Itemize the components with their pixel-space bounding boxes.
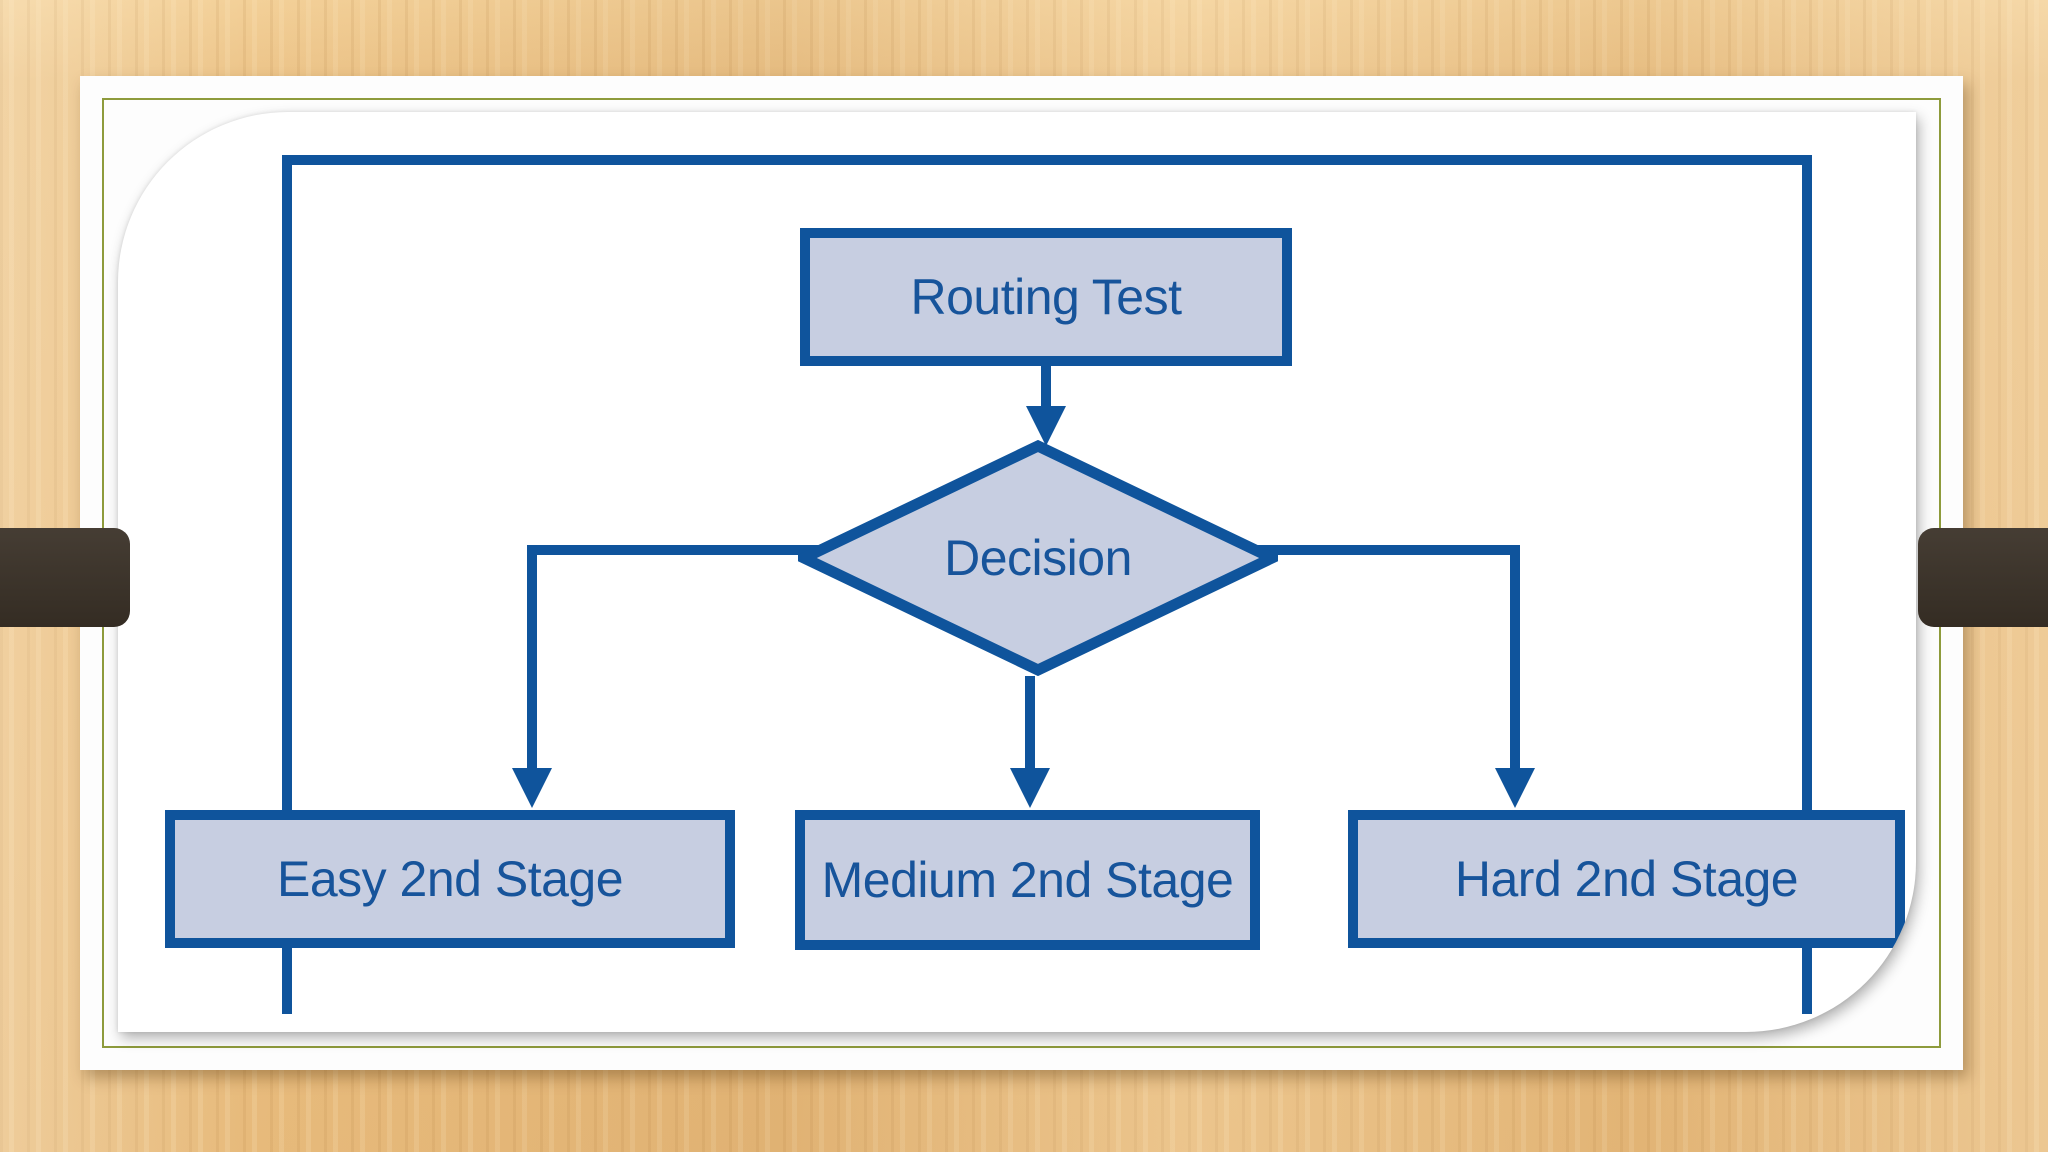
slide: Decision Routing Test Easy 2nd Stage Med… xyxy=(80,76,1963,1070)
accent-bar-right xyxy=(1918,528,2048,627)
node-label: Decision xyxy=(944,530,1132,586)
content-panel: Decision Routing Test Easy 2nd Stage Med… xyxy=(118,112,1916,1032)
node-label: Routing Test xyxy=(910,269,1182,325)
node-routing-test: Routing Test xyxy=(800,228,1292,366)
node-label: Easy 2nd Stage xyxy=(276,851,624,907)
decision-diamond-polygon xyxy=(798,440,1278,676)
decision-to-hard-arrowhead-icon xyxy=(1495,768,1535,808)
decision-to-medium-connector xyxy=(1025,676,1035,772)
branch-right-vertical-connector xyxy=(1510,545,1520,770)
routing-to-decision-arrowhead-icon xyxy=(1026,406,1066,446)
accent-bar-left xyxy=(0,528,130,627)
decision-to-medium-arrowhead-icon xyxy=(1010,768,1050,808)
branch-left-vertical-connector xyxy=(527,545,537,770)
node-label: Hard 2nd Stage xyxy=(1454,851,1799,907)
loop-left-connector xyxy=(282,155,292,1014)
loop-top-connector xyxy=(287,155,1807,165)
decision-to-easy-arrowhead-icon xyxy=(512,768,552,808)
branch-right-horizontal-connector xyxy=(1254,545,1520,555)
node-decision: Decision xyxy=(798,440,1278,676)
node-easy-2nd-stage: Easy 2nd Stage xyxy=(165,810,735,948)
loop-right-connector xyxy=(1802,155,1812,1014)
branch-left-horizontal-connector xyxy=(532,545,822,555)
node-label: Medium 2nd Stage xyxy=(821,852,1234,908)
decision-diamond-shape xyxy=(798,440,1278,676)
node-medium-2nd-stage: Medium 2nd Stage xyxy=(795,810,1260,950)
routing-to-decision-connector xyxy=(1041,366,1051,410)
node-hard-2nd-stage: Hard 2nd Stage xyxy=(1348,810,1905,948)
